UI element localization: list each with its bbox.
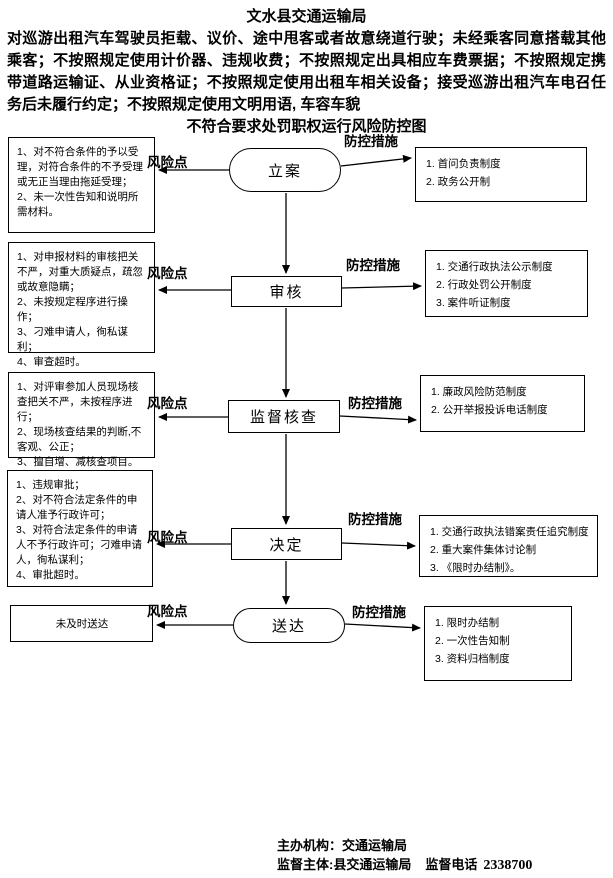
footer-host-org: 主办机构：交通运输局: [277, 838, 408, 853]
stage-4-risk-box: 1、违规审批； 2、对不符合法定条件的申请人准予行政许可； 3、对符合法定条件的申请…: [7, 470, 153, 587]
footer-supervisor-line: 监督主体:县交通运输局监督电话 2338700: [277, 855, 532, 875]
supervision-phone-label: 监督电话: [425, 857, 478, 872]
list-item: 2、未按规定程序进行操作；: [17, 296, 128, 323]
page-title: 文水县交通运输局: [246, 8, 367, 25]
list-item: 2. 重大案件集体讨论制: [430, 544, 537, 556]
list-item: 1. 廉政风险防范制度: [431, 386, 527, 398]
list-item: 1、违规审批；: [16, 479, 85, 491]
intro-paragraph: 对巡游出租汽车驾驶员拒载、议价、途中甩客或者故意绕道行驶；未经乘客同意搭载其他乘…: [7, 30, 606, 113]
stage-2-control-label: 防控措施: [346, 258, 400, 273]
stage-4-control-box: 1. 交通行政执法错案责任追究制度 2. 重大案件集体讨论制 3. 《限时办结制》。: [419, 515, 598, 577]
list-item: 1. 限时办结制: [435, 617, 500, 629]
list-item: 2、对不符合法定条件的申请人准予行政许可；: [16, 494, 138, 521]
stage-1-node: 立案: [229, 148, 341, 192]
stage-5-risk-label: 风险点: [147, 604, 188, 619]
document-footer: 主办机构：交通运输局 监督主体:县交通运输局监督电话 2338700: [277, 836, 532, 875]
stage-3-risk-label: 风险点: [147, 396, 188, 411]
list-item: 3. 资料归档制度: [435, 653, 510, 665]
stage-5-control-label: 防控措施: [352, 605, 406, 620]
footer-supervisor: 监督主体:县交通运输局: [277, 857, 412, 872]
arrow-stage-1-control: [340, 154, 412, 167]
stage-5-node: 送达: [233, 608, 345, 643]
stage-4-node: 决定: [231, 528, 342, 560]
list-item: 4、审查超时。: [17, 356, 86, 368]
list-item: 3、擅自增、减核查项目。: [17, 456, 139, 468]
arrow-stage-2-control: [341, 282, 422, 291]
stage-3-node: 监督核查: [228, 400, 340, 433]
list-item: 1. 交通行政执法公示制度: [436, 261, 553, 273]
stage-1-control-box: 1. 首问负责制度 2. 政务公开制: [415, 147, 587, 202]
stage-2-node: 审核: [231, 276, 342, 307]
list-item: 2. 公开举报投诉电话制度: [431, 404, 548, 416]
stage-5-control-box: 1. 限时办结制 2. 一次性告知制 3. 资料归档制度: [424, 606, 572, 681]
list-item: 2. 一次性告知制: [435, 635, 510, 647]
list-item: 3、对符合法定条件的申请人不予行政许可；刁难申请人，徇私谋利；: [16, 524, 142, 566]
stage-2-control-box: 1. 交通行政执法公示制度 2. 行政处罚公开制度 3. 案件听证制度: [425, 250, 588, 317]
list-item: 2. 行政处罚公开制度: [436, 279, 532, 291]
list-item: 1、对申报材料的审核把关不严，对重大质疑点，疏忽或故意隐瞒；: [17, 251, 143, 293]
list-item: 2、未一次性告知和说明所需材料。: [17, 191, 139, 218]
stage-1-risk-box: 1、对不符合条件的予以受理，对符合条件的不予受理或无正当理由拖延受理； 2、未一次…: [8, 137, 155, 233]
stage-3-control-label: 防控措施: [348, 396, 402, 411]
stage-3-risk-box: 1、对评审参加人员现场核查把关不严，未按程序进行； 2、现场核查结果的判断,不客观…: [8, 372, 155, 468]
list-item: 1. 交通行政执法错案责任追究制度: [430, 526, 589, 538]
stage-1-risk-label: 风险点: [147, 155, 188, 170]
list-item: 1、对不符合条件的予以受理，对符合条件的不予受理或无正当理由拖延受理；: [17, 146, 143, 188]
stage-4-risk-label: 风险点: [147, 530, 188, 545]
list-item: 1、对评审参加人员现场核查把关不严，未按程序进行；: [17, 381, 139, 423]
list-item: 3、刁难申请人，徇私谋利；: [17, 326, 128, 353]
list-item: 3. 《限时办结制》。: [430, 562, 521, 574]
stage-5-risk-box: 未及时送达: [10, 605, 153, 642]
document-header: 文水县交通运输局 对巡游出租汽车驾驶员拒载、议价、途中甩客或者故意绕道行驶；未经…: [0, 0, 613, 138]
list-item: 3. 案件听证制度: [436, 297, 511, 309]
stage-1-control-label: 防控措施: [344, 134, 398, 149]
stage-4-control-label: 防控措施: [348, 512, 402, 527]
stage-2-risk-box: 1、对申报材料的审核把关不严，对重大质疑点，疏忽或故意隐瞒； 2、未按规定程序进行…: [8, 242, 155, 368]
list-item: 未及时送达: [55, 618, 109, 630]
list-item: 4、审批超时。: [16, 569, 85, 581]
list-item: 1. 首问负责制度: [426, 158, 501, 170]
stage-2-risk-label: 风险点: [147, 266, 188, 281]
supervision-phone-number: 2338700: [483, 858, 533, 873]
list-item: 2、现场核查结果的判断,不客观、公正；: [17, 426, 142, 453]
arrow-stage-3-control: [339, 415, 417, 424]
arrow-stage-4-control: [341, 541, 416, 550]
stage-3-control-box: 1. 廉政风险防范制度 2. 公开举报投诉电话制度: [420, 375, 585, 432]
list-item: 2. 政务公开制: [426, 176, 491, 188]
intro-paragraph-tail: 不符合要求处罚职权运行风险防控图: [186, 118, 427, 135]
arrow-stage-5-control: [344, 623, 421, 632]
